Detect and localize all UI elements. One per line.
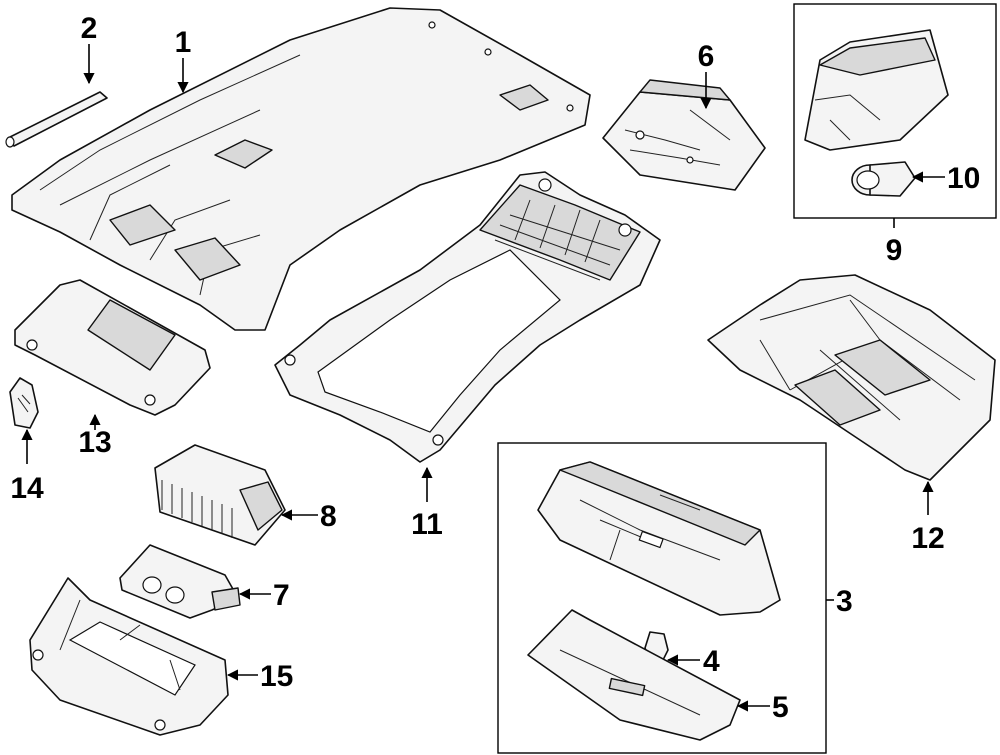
callout-15: 15 xyxy=(260,660,293,693)
callout-2: 2 xyxy=(81,12,98,45)
callout-1: 1 xyxy=(175,26,192,59)
callout-14: 14 xyxy=(10,472,44,505)
headliner-part xyxy=(11,7,591,331)
callout-12: 12 xyxy=(911,522,944,555)
group-box-9 xyxy=(793,3,997,219)
sun-visor-part xyxy=(14,279,211,416)
console-housing-part xyxy=(537,461,781,616)
tray-bracket-part xyxy=(29,577,229,736)
callout-3: 3 xyxy=(836,585,853,618)
grab-rod-part xyxy=(5,91,108,148)
callout-13: 13 xyxy=(78,426,111,459)
console-bracket-part xyxy=(707,274,996,481)
map-lamp-part xyxy=(602,79,766,191)
sensor-cap-part xyxy=(851,161,916,197)
callout-5: 5 xyxy=(772,691,789,724)
cover-block-part xyxy=(154,444,286,546)
visor-clip-part xyxy=(9,377,39,429)
callout-9: 9 xyxy=(886,234,903,267)
switch-part xyxy=(119,544,241,619)
overhead-console-frame-part xyxy=(274,171,661,463)
sensor-housing-part xyxy=(804,29,949,151)
callout-6: 6 xyxy=(698,40,715,73)
lamp-lens-part xyxy=(527,609,741,741)
callout-7: 7 xyxy=(273,579,290,612)
callout-10: 10 xyxy=(947,162,980,195)
callout-4: 4 xyxy=(703,645,720,678)
callout-11: 11 xyxy=(411,508,443,541)
callout-8: 8 xyxy=(320,500,337,533)
group-box-3 xyxy=(497,442,827,754)
